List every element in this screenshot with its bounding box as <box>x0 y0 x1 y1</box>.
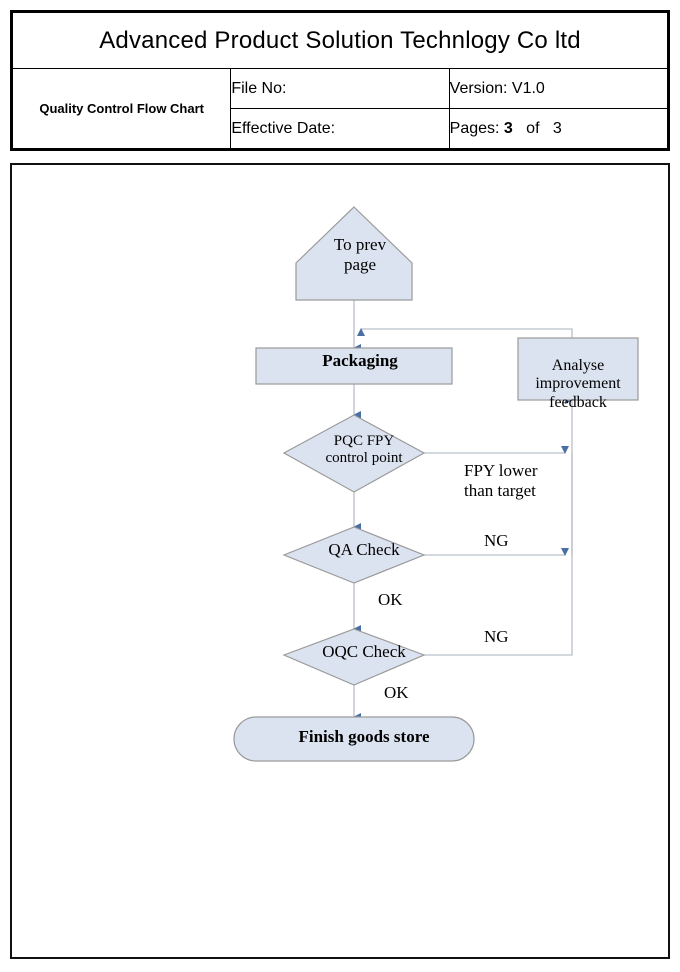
flowchart-frame: To prev page Packaging PQC FPY control p… <box>10 163 670 959</box>
version-field: Version: V1.0 <box>448 68 669 109</box>
pages-of: of <box>526 119 540 137</box>
document-type-label: Quality Control Flow Chart <box>11 68 232 149</box>
company-title: Advanced Product Solution Technlogy Co l… <box>12 12 668 69</box>
pages-label: Pages: <box>449 119 500 137</box>
flowchart-canvas <box>12 165 668 957</box>
pages-current: 3 <box>503 119 513 137</box>
file-no-field: File No: <box>230 68 450 109</box>
document-header-table: Advanced Product Solution Technlogy Co l… <box>10 10 670 151</box>
pages-total: 3 <box>552 119 562 137</box>
pages-field: Pages: 3 of 3 <box>448 108 669 149</box>
effective-date-field: Effective Date: <box>230 108 450 149</box>
